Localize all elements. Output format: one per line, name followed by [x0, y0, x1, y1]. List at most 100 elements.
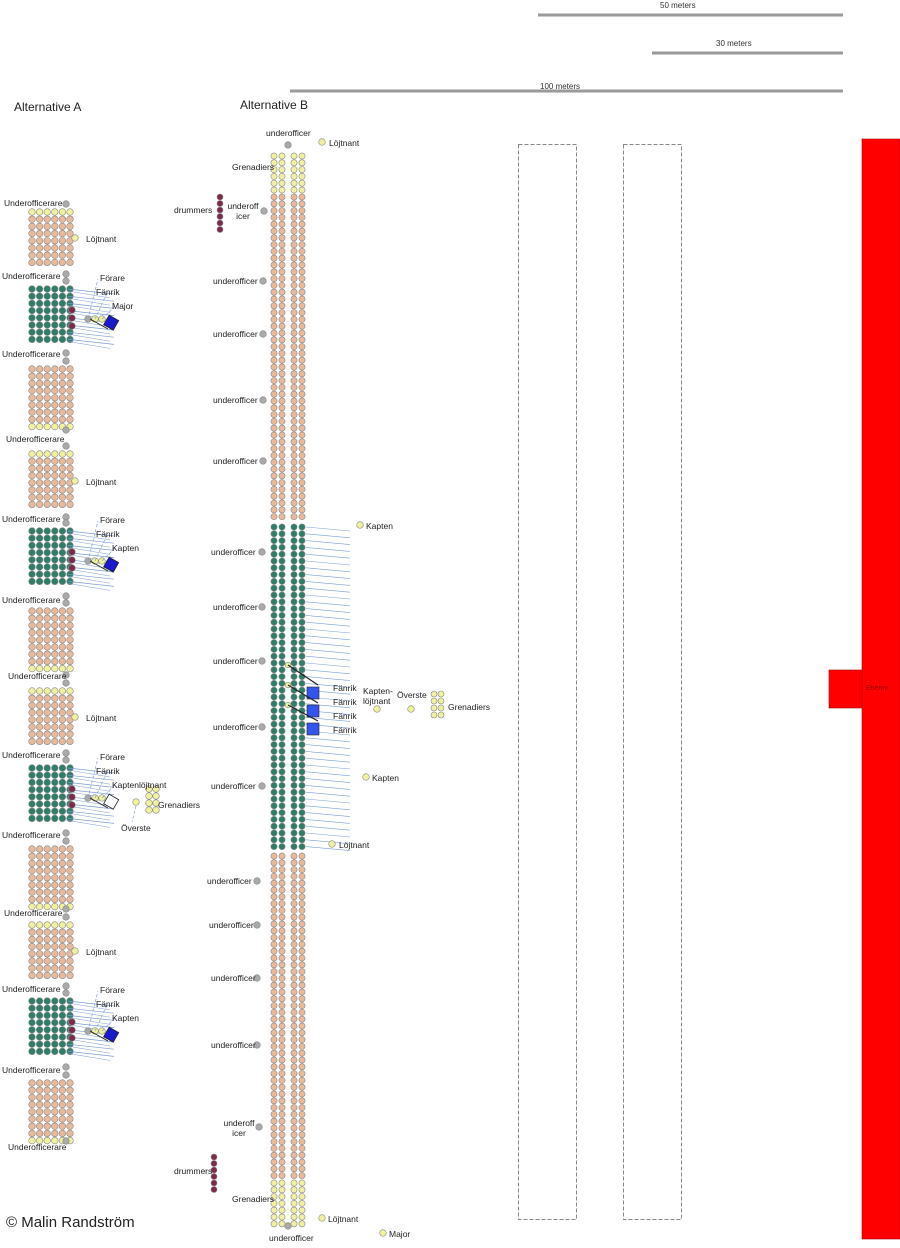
musketeer-dot — [278, 451, 286, 459]
musketeer-dot — [66, 888, 74, 896]
grenadier-dot — [35, 902, 44, 911]
lieutenant-dot — [71, 947, 79, 955]
underofficer-label: Underofficerare — [8, 1142, 67, 1152]
musketeer-dot — [290, 893, 298, 901]
pikeman-dot — [270, 612, 278, 619]
musketeer-dot — [298, 336, 306, 344]
musketeer-dot — [298, 1002, 306, 1009]
musketeer-dot — [35, 971, 44, 980]
overste-label: Överste — [397, 690, 427, 700]
musketeer-dot — [298, 281, 306, 289]
musketeer-dot — [28, 888, 36, 896]
musketeer-dot — [51, 708, 59, 717]
musketeer-dot — [58, 701, 67, 710]
grenadier-dot — [430, 697, 438, 705]
pike-line — [67, 568, 111, 577]
forare-label: Förare — [100, 273, 126, 283]
pikeman-dot — [51, 764, 59, 772]
pikeman-dot — [270, 727, 278, 735]
musketeer-dot — [58, 621, 67, 630]
musketeer-dot — [51, 222, 59, 230]
musketeer-dot — [35, 1108, 44, 1116]
musketeer-dot — [298, 275, 306, 282]
musketeer-dot — [270, 356, 278, 364]
pikeman-dot — [35, 997, 44, 1005]
musketeer-dot — [270, 1056, 278, 1064]
musketeer-dot — [58, 888, 67, 896]
pikeman-dot — [270, 632, 278, 640]
musketeer-dot — [270, 1124, 278, 1132]
drummer-dot — [68, 564, 76, 572]
musketeer-dot — [278, 288, 286, 296]
pikeman-dot — [43, 778, 51, 787]
musketeer-dot — [35, 401, 44, 409]
pikeman-dot — [298, 618, 306, 626]
musketeer-dot — [278, 1097, 286, 1105]
pikeman-dot — [51, 1047, 59, 1055]
musketeer-dot — [298, 1036, 306, 1043]
musketeer-dot — [43, 643, 51, 651]
musketeer-dot — [270, 220, 278, 228]
pikeman-dot — [43, 285, 51, 293]
musketeer-dot — [43, 895, 51, 904]
pikeman-dot — [270, 680, 278, 687]
pikeman-dot — [35, 577, 44, 586]
musketeer-dot — [28, 607, 36, 615]
musketeer-dot — [270, 1172, 278, 1179]
underofficer-dot — [258, 548, 266, 556]
pikeman-dot — [58, 771, 67, 779]
musketeer-dot — [298, 322, 306, 330]
musketeer-dot — [270, 431, 278, 439]
pikeman-dot — [58, 577, 67, 586]
underofficer-dot — [259, 457, 267, 465]
underofficer-dot — [62, 913, 70, 921]
pike-line — [67, 1017, 111, 1025]
musketeer-dot — [270, 1036, 278, 1043]
musketeer-dot — [35, 1129, 44, 1137]
musketeer-dot — [51, 365, 59, 373]
musketeer-dot — [290, 1151, 298, 1159]
musketeer-dot — [298, 390, 306, 398]
musketeer-dot — [270, 479, 278, 486]
underofficer-label: underofficer — [213, 722, 258, 732]
musketeer-dot — [278, 1049, 286, 1057]
musketeer-dot — [58, 415, 67, 424]
underofficer-dot — [258, 782, 266, 790]
grenadier-dot — [270, 159, 278, 167]
pikeman-dot — [35, 328, 44, 336]
musketeer-dot — [298, 1151, 306, 1159]
musketeer-dot — [290, 879, 298, 887]
pike-line — [305, 785, 351, 790]
musketeer-dot — [270, 281, 278, 289]
grenadier-dot — [145, 799, 153, 807]
grenadier-dot — [145, 792, 153, 800]
grenadier-dot — [28, 902, 36, 911]
musketeer-dot — [66, 957, 74, 965]
pikeman-dot — [35, 1018, 44, 1027]
pikeman-dot — [298, 734, 306, 742]
pikeman-dot — [270, 578, 278, 585]
musketeer-dot — [66, 845, 74, 853]
musketeer-dot — [51, 472, 59, 480]
musketeer-dot — [290, 954, 298, 962]
pike-line — [305, 581, 351, 586]
pikeman-dot — [298, 598, 306, 606]
musketeer-dot — [51, 493, 59, 501]
pikeman-dot — [278, 734, 286, 742]
musketeer-dot — [51, 244, 59, 252]
pike-line — [67, 333, 111, 342]
flag-icon — [103, 314, 120, 331]
musketeer-dot — [290, 1043, 298, 1050]
musketeer-dot — [28, 215, 36, 223]
musketeer-dot — [278, 349, 286, 357]
musketeer-dot — [66, 394, 74, 402]
pikeman-dot — [290, 652, 298, 660]
musketeer-dot — [35, 928, 44, 936]
pikeman-dot — [51, 570, 59, 578]
musketeer-dot — [290, 886, 298, 894]
pikeman-dot — [270, 530, 278, 538]
musketeer-dot — [270, 1015, 278, 1023]
musketeer-dot — [290, 438, 298, 446]
musketeer-dot — [290, 988, 298, 996]
musketeer-dot — [51, 701, 59, 710]
